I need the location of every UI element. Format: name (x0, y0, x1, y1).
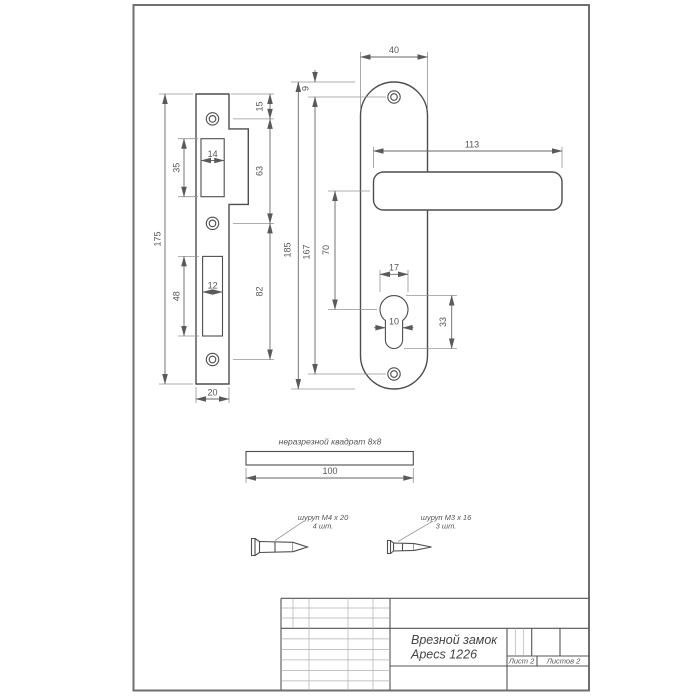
strike-dimension-lines (162, 93, 273, 402)
dim-handle-width: 40 (389, 45, 399, 55)
latch-hole-bottom (202, 255, 224, 337)
strike-screw-hole-middle (205, 216, 220, 231)
strike-screw-hole-bottom (205, 352, 220, 367)
dim-strike-width: 20 (207, 388, 217, 398)
title-block-grid-lines (280, 597, 589, 690)
dim-cylinder-diameter: 17 (389, 263, 399, 273)
screw-m4-leader-line (274, 520, 305, 541)
dim-lever-length: 113 (465, 140, 479, 150)
strike-plate-view: 175 35 48 14 12 15 63 82 20 (153, 93, 274, 403)
strike-screw-hole-top (205, 112, 220, 126)
title-block-sheet-number: Лист 2 (508, 657, 535, 666)
title-block-model: Apecs 1226 (410, 648, 477, 662)
handle-plate-outline (359, 81, 429, 390)
handle-dimension-lines (295, 54, 563, 390)
handle-plate-view: 40 113 185 9 167 70 17 10 33 (283, 45, 563, 390)
screw-m4-qty: 4 шт. (313, 522, 334, 531)
screw-m3-leader-line (397, 520, 434, 542)
dim-handle-screw-edge-offset: 9 (301, 86, 311, 91)
dim-keyhole-slot-width: 10 (389, 317, 399, 327)
screws-view: шуруп М4 х 20 4 шт. шуруп М3 х 16 3 шт. (250, 513, 472, 557)
title-block-sheet-count: Листов 2 (546, 657, 581, 666)
dim-strike-top-screw-offset: 15 (255, 101, 265, 111)
square-bar-label: неразрезной квадрат 8х8 (279, 437, 382, 447)
title-block: Врезной замок Apecs 1226 Лист 2 Листов 2 (280, 597, 589, 690)
screw-m3-label: шуруп М3 х 16 (421, 513, 472, 522)
square-bar-view: неразрезной квадрат 8х8 100 (245, 437, 414, 483)
lever-handle (372, 171, 563, 211)
strike-plate-outline (195, 93, 249, 385)
dim-strike-bottom-hole-height: 48 (172, 291, 182, 301)
drawing-frame (132, 4, 590, 692)
dim-strike-top-hole-height: 35 (172, 163, 182, 173)
dim-handle-height: 185 (283, 242, 293, 257)
title-block-product-name: Врезной замок (411, 633, 498, 647)
screw-m3x16: шуруп М3 х 16 3 шт. (386, 513, 472, 555)
latch-hole-top (200, 138, 225, 198)
dim-strike-top-hole-width: 14 (208, 149, 218, 159)
dim-bar-length: 100 (322, 466, 337, 476)
screw-m3-qty: 3 шт. (436, 522, 457, 531)
euro-cylinder-keyhole (379, 295, 409, 350)
dim-strike-height: 175 (153, 231, 163, 246)
dim-lever-to-cylinder: 70 (321, 245, 331, 255)
dim-keyhole-height: 33 (438, 317, 448, 327)
screw-m4-label: шуруп М4 х 20 (298, 513, 349, 522)
dim-strike-bottom-hole-width: 12 (208, 281, 218, 291)
dim-strike-screw-spacing-upper: 63 (255, 166, 265, 176)
handle-screw-hole-top (387, 90, 401, 104)
dim-strike-screw-spacing-lower: 82 (255, 286, 265, 296)
handle-screw-hole-bottom (387, 367, 401, 381)
dim-handle-screw-spacing: 167 (302, 244, 312, 259)
screw-m4x20: шуруп М4 х 20 4 шт. (250, 513, 349, 557)
square-bar-outline (245, 450, 414, 466)
